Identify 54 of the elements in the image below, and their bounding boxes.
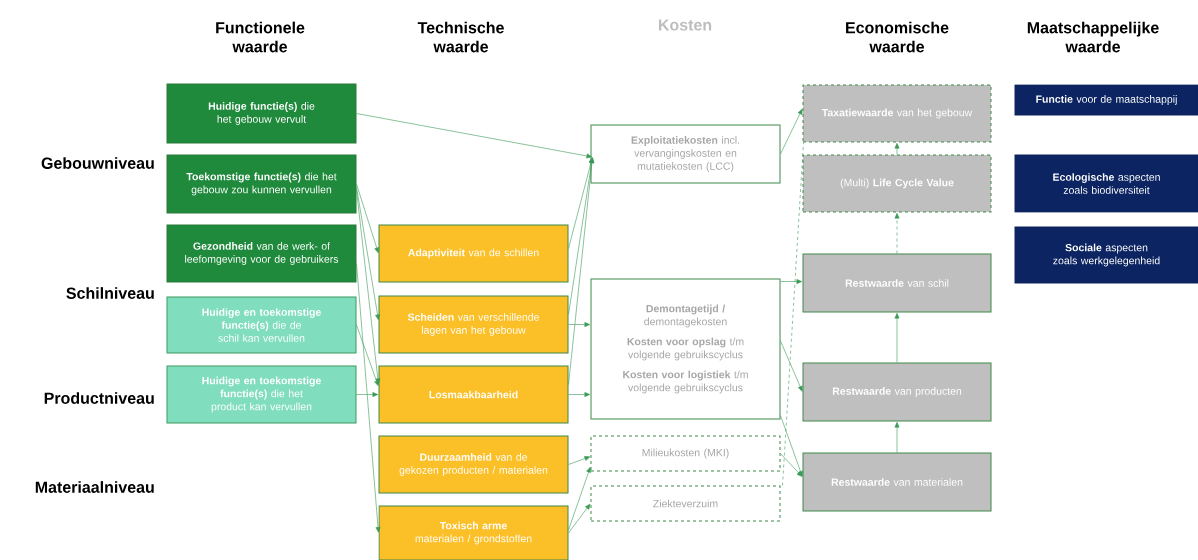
function-box: Gezondheid van de werk- of leefomgeving voor de gebruikers <box>166 224 357 283</box>
column-heading: Functionele waarde <box>216 21 305 53</box>
value-box: Taxatiewaarde van het gebouw <box>802 84 992 143</box>
arrow <box>356 189 381 385</box>
arrow <box>568 157 595 385</box>
arrow <box>568 392 591 397</box>
arrow <box>780 453 803 477</box>
arrow <box>356 183 380 254</box>
arrow <box>356 263 381 533</box>
technical-box: Adaptiviteit van de schillen <box>378 224 569 283</box>
arrow <box>568 322 591 327</box>
column-heading: Kosten <box>658 19 712 31</box>
society-box: Sociale aspecten zoals werkgelegenheid <box>1014 226 1198 284</box>
value-box: Restwaarde van schil <box>802 253 992 313</box>
technical-box: Toxisch arme materialen / grondstoffen <box>378 505 569 560</box>
arrow <box>894 143 900 155</box>
cost-box: Demontagetijd / demontagekosten Kosten voor opslag t/m volgende gebruikscyclus Kosten voor logistiek t/m volgende gebruikscyclus <box>590 278 781 420</box>
row-label: Productniveau <box>44 392 154 404</box>
arrow <box>894 422 900 453</box>
arrow <box>568 466 591 531</box>
arrow <box>356 186 380 321</box>
technical-box: Scheiden van verschillende lagen van het gebouw <box>378 295 569 354</box>
technical-box: Losmaakbaarheid <box>378 365 569 424</box>
value-box: (Multi) Life Cycle Value <box>802 154 992 213</box>
cost-box: Exploitatiekosten incl. vervangingskosten en mutatiekosten (LCC) <box>590 124 781 184</box>
arrow <box>894 213 900 254</box>
arrow <box>780 415 803 477</box>
value-box: Restwaarde van producten <box>802 362 992 422</box>
function-box: Toekomstige functie(s) die het gebouw zou kunnen vervullen <box>166 154 357 214</box>
arrow <box>568 456 591 465</box>
cost-box: Milieukosten (MKI) <box>590 435 781 472</box>
arrow <box>356 324 379 387</box>
arrow <box>780 340 803 392</box>
column-heading: Technische waarde <box>417 21 504 53</box>
value-box: Restwaarde van materialen <box>802 452 992 512</box>
arrow <box>780 108 803 155</box>
arrow <box>568 157 594 249</box>
row-label: Materiaalniveau <box>35 481 154 493</box>
arrow <box>356 113 593 159</box>
function-box: Huidige en toekomstige functie(s) die het product kan vervullen <box>166 365 357 424</box>
function-box: Huidige en toekomstige functie(s) die de schil kan vervullen <box>166 296 357 354</box>
row-label: Gebouwniveau <box>41 157 154 169</box>
column-heading: Maatschappelijke waarde <box>1027 21 1159 53</box>
column-heading: Economische waarde <box>846 21 949 53</box>
row-label: Schilniveau <box>66 287 154 299</box>
arrow <box>356 392 379 397</box>
arrow <box>568 503 591 534</box>
arrow <box>780 279 803 284</box>
function-box: Huidige functie(s) die het gebouw vervult <box>166 83 357 144</box>
society-box: Functie voor de maatschappij <box>1014 84 1198 116</box>
technical-box: Duurzaamheid van de gekozen producten / materialen <box>378 435 569 494</box>
society-box: Ecologische aspecten zoals biodiversiteit <box>1014 154 1198 213</box>
arrow <box>894 313 900 363</box>
cost-box: Ziekteverzuim <box>590 485 781 522</box>
